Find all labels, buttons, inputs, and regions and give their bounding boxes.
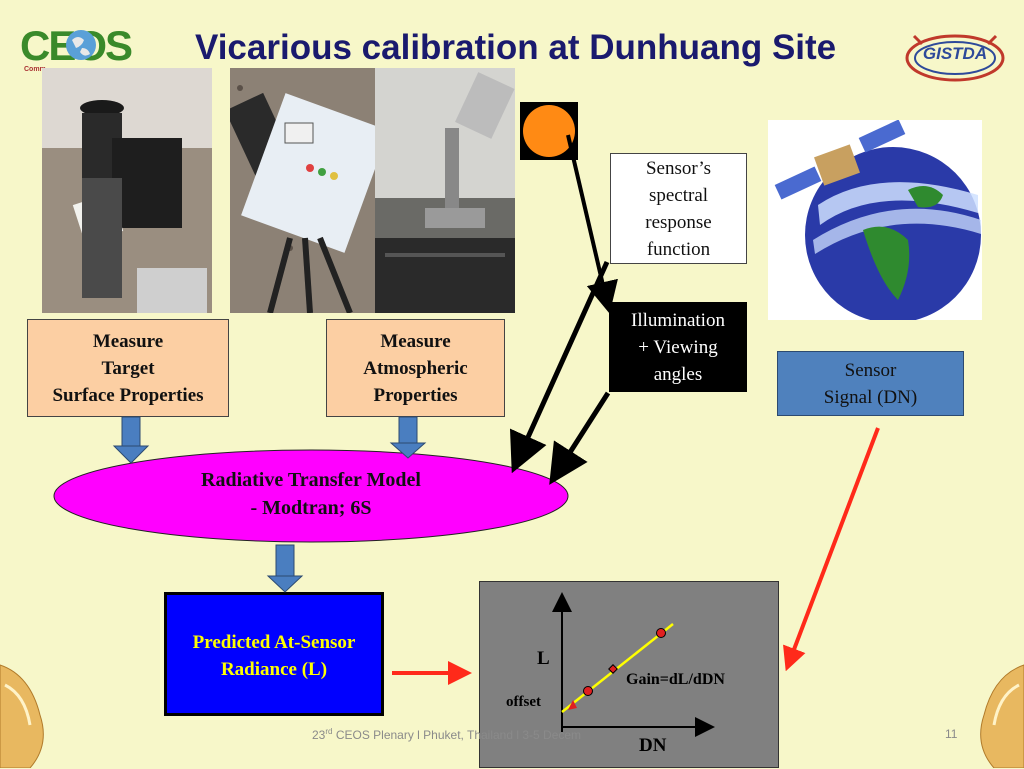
rtm-line2: - Modtran; 6S [250, 497, 372, 519]
measure-target-box: Measure Target Surface Properties [27, 319, 229, 417]
measure-target-line1: Measure [92, 331, 164, 352]
measure-target-line2: Target [101, 358, 155, 379]
data-point [583, 686, 593, 696]
offset-label: offset [506, 694, 541, 710]
ornament-right [980, 664, 1024, 768]
gistda-logo: GISTDA [900, 22, 1010, 86]
data-point [608, 664, 618, 674]
measure-atmos-line3: Properties [373, 385, 458, 406]
field-photo-instrument [230, 68, 375, 313]
blue-arrow-rtm [266, 544, 304, 593]
footer-ordinal-sup: rd [325, 727, 333, 736]
srf-line3: response [645, 212, 712, 233]
calibration-plot: L DN Gain=dL/dDN offset [479, 581, 779, 768]
illumination-box: Illumination + Viewing angles [609, 302, 747, 392]
footer-text: 23rd CEOS Plenary l Phuket, Thailand l 3… [312, 727, 581, 742]
sun-icon [520, 102, 578, 160]
offset-marker [568, 700, 577, 710]
sensor-signal-line1: Sensor [844, 360, 897, 381]
footer-event: CEOS Plenary l Phuket, Thailand l 3-5 De… [332, 728, 582, 742]
measure-atmos-box: Measure Atmospheric Properties [326, 319, 505, 417]
predicted-line1: Predicted At-Sensor [192, 632, 356, 653]
illumination-line1: Illumination [631, 310, 725, 331]
arrow-srf-to-rtm [509, 260, 610, 474]
arrow-sensor-to-plot [783, 427, 880, 672]
ceos-logo-subtext: Comm [24, 66, 46, 73]
slide-number: 11 [945, 727, 958, 741]
srf-box: Sensor’s spectral response function [610, 153, 747, 264]
plot-x-label: DN [639, 735, 667, 756]
illumination-line3: angles [653, 364, 703, 385]
globe-icon [66, 30, 96, 60]
predicted-line2: Radiance (L) [220, 659, 328, 680]
gain-label: Gain=dL/dDN [626, 671, 725, 688]
rtm-line1: Radiative Transfer Model [201, 469, 421, 491]
srf-line1: Sensor’s [645, 158, 712, 179]
footer-ordinal: 23 [312, 728, 326, 742]
ceos-logo: CEOS Comm [20, 22, 140, 76]
data-point [656, 628, 666, 638]
field-photo-people [42, 68, 212, 313]
sensor-signal-line2: Signal (DN) [823, 387, 918, 408]
srf-line2: spectral [648, 185, 709, 206]
measure-atmos-line2: Atmospheric [363, 358, 468, 379]
satellite-earth-image [768, 120, 982, 320]
measure-target-line3: Surface Properties [52, 385, 204, 406]
field-photo-sunphotometer [375, 68, 515, 313]
gain-line [561, 623, 674, 713]
gistda-logo-line1: GISTDA [922, 44, 988, 63]
measure-atmos-line1: Measure [380, 331, 451, 352]
rtm-ellipse: Radiative Transfer Model - Modtran; 6S [52, 448, 570, 545]
plot-y-label: L [537, 648, 550, 669]
ornament-left [0, 664, 44, 768]
srf-line4: function [646, 239, 711, 260]
predicted-radiance-box: Predicted At-Sensor Radiance (L) [164, 592, 384, 716]
sensor-signal-box: Sensor Signal (DN) [777, 351, 964, 416]
page-title: Vicarious calibration at Dunhuang Site [195, 28, 837, 67]
illumination-line2: + Viewing [638, 337, 718, 358]
